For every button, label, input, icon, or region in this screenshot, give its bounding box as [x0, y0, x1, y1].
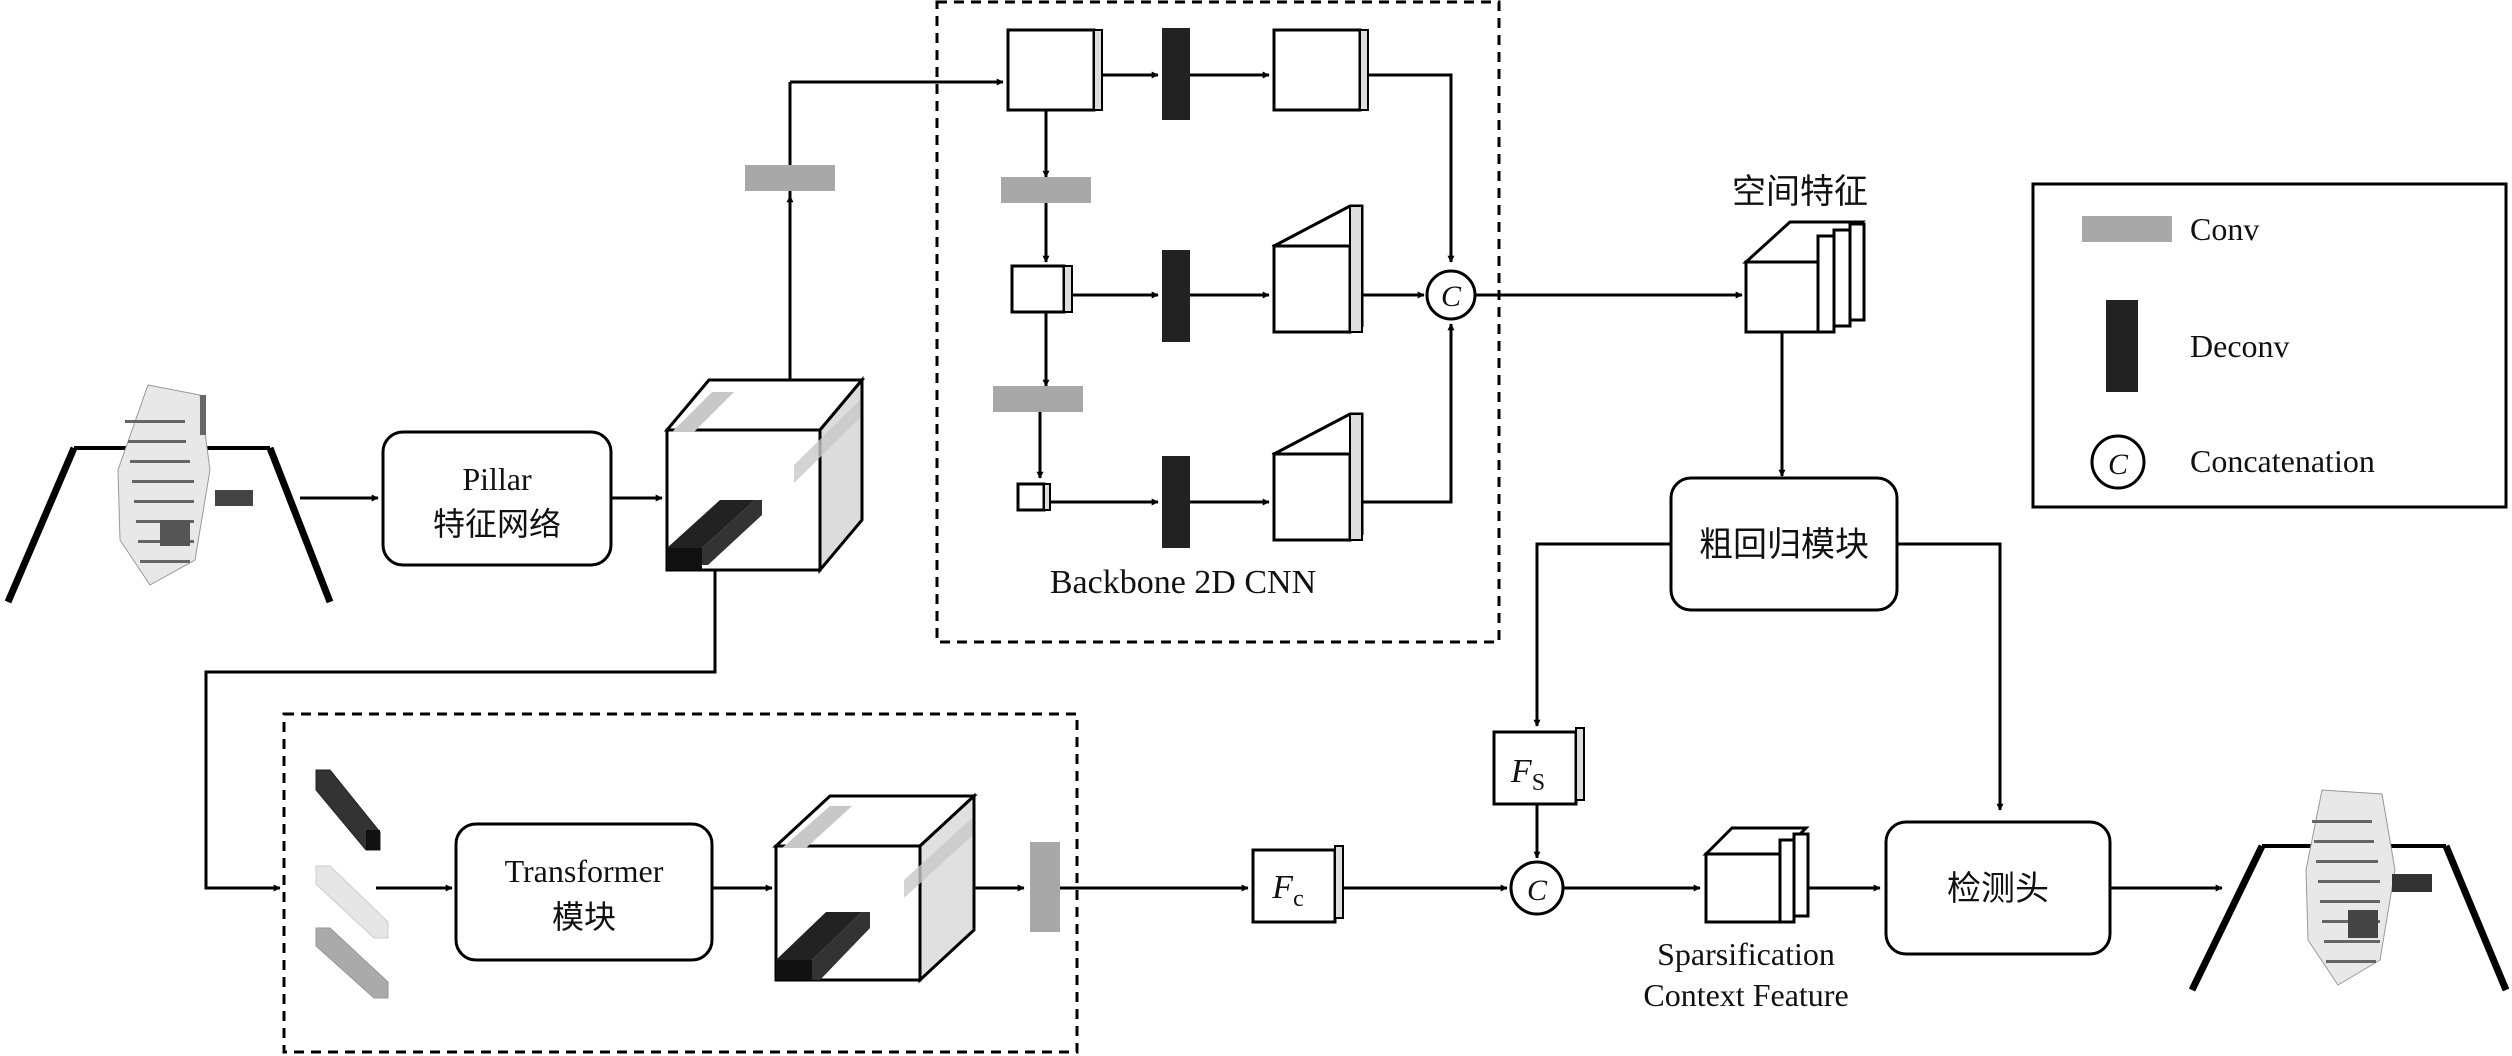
pillar-feature-network-box — [381, 430, 613, 567]
concat-backbone-symbol: C — [1441, 280, 1462, 313]
sparsification-feature-stack — [1702, 826, 1810, 924]
pseudo-image-cube — [663, 375, 866, 575]
fs-label: FS — [1510, 753, 1545, 796]
conv-layer-backbone-2 — [1001, 177, 1091, 203]
legend-concat-letter: C — [2108, 448, 2129, 481]
deconv-3 — [1162, 456, 1190, 548]
backbone-label: Backbone 2D CNN — [1050, 564, 1316, 601]
conv-layer-backbone-3 — [993, 386, 1083, 412]
coarse-regression-label: 粗回归模块 — [1699, 525, 1869, 565]
conv-layer-transformer — [1030, 842, 1060, 932]
transformer-label-line1: Transformer — [505, 853, 664, 889]
legend-deconv-swatch — [2106, 300, 2138, 392]
legend-deconv-label: Deconv — [2190, 328, 2290, 364]
fc-label: Fc — [1271, 869, 1303, 912]
transformer-output-cube — [772, 792, 978, 984]
token-stripes — [315, 769, 389, 999]
detection-head-label: 检测头 — [1947, 869, 2049, 909]
backbone-upsample-2 — [1271, 204, 1364, 334]
spatial-feature-stack — [1742, 220, 1866, 334]
spatial-feature-label: 空间特征 — [1732, 172, 1868, 212]
fs-feature-box — [1492, 727, 1585, 806]
concat-lower-symbol: C — [1527, 874, 1548, 907]
backbone-block-3 — [1016, 482, 1051, 512]
conv-layer-top-left — [745, 165, 835, 191]
deconv-1 — [1162, 28, 1190, 120]
deconv-2 — [1162, 250, 1190, 342]
backbone-block-2 — [1010, 264, 1073, 314]
fc-feature-box — [1251, 845, 1344, 924]
transformer-label-line2: 模块 — [552, 898, 616, 936]
backbone-block-1 — [1006, 28, 1103, 112]
input-point-cloud — [4, 384, 334, 604]
legend-concat-symbol — [2090, 434, 2146, 490]
legend-concat-label: Concatenation — [2190, 443, 2375, 479]
sparse-feature-label-line1: Sparsification — [1657, 936, 1835, 972]
legend-conv-swatch — [2082, 216, 2172, 242]
transformer-module-box — [454, 822, 714, 962]
backbone-frame — [935, 0, 1501, 644]
sparse-feature-label-line2: Context Feature — [1643, 977, 1848, 1013]
pillar-label-line1: Pillar — [462, 461, 532, 497]
backbone-upsample-1 — [1272, 28, 1369, 112]
legend-conv-label: Conv — [2190, 211, 2259, 247]
output-point-cloud — [2188, 789, 2510, 992]
pillar-label-line2: 特征网络 — [433, 505, 561, 543]
backbone-upsample-3 — [1271, 412, 1364, 542]
transformer-frame — [282, 712, 1079, 1054]
